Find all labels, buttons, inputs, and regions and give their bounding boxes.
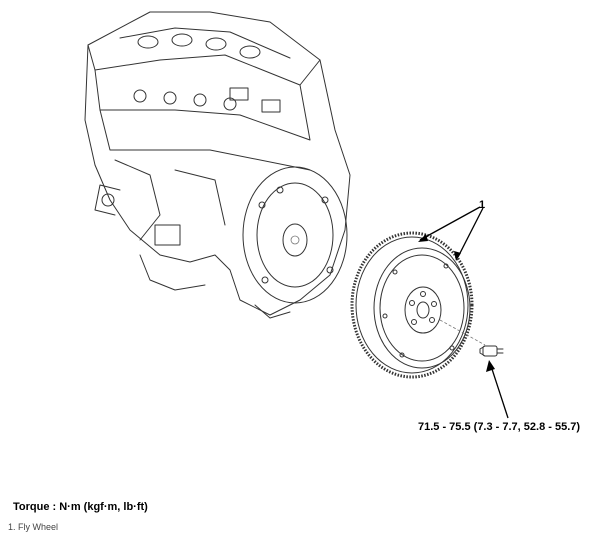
flywheel [350,231,486,379]
torque-spec-label: 71.5 - 75.5 (7.3 - 7.7, 52.8 - 55.7) [418,421,581,433]
legend-item: 1. Fly Wheel [8,522,59,532]
callout-leaders [418,206,484,261]
legend-title: Torque : N·m (kgf·m, lb·ft) [13,501,148,513]
engine-block [84,11,351,319]
callout-number: 1 [479,199,486,211]
flywheel-bolt [479,345,504,357]
exploded-view-illustration [84,11,509,419]
torque-leader [486,360,509,419]
